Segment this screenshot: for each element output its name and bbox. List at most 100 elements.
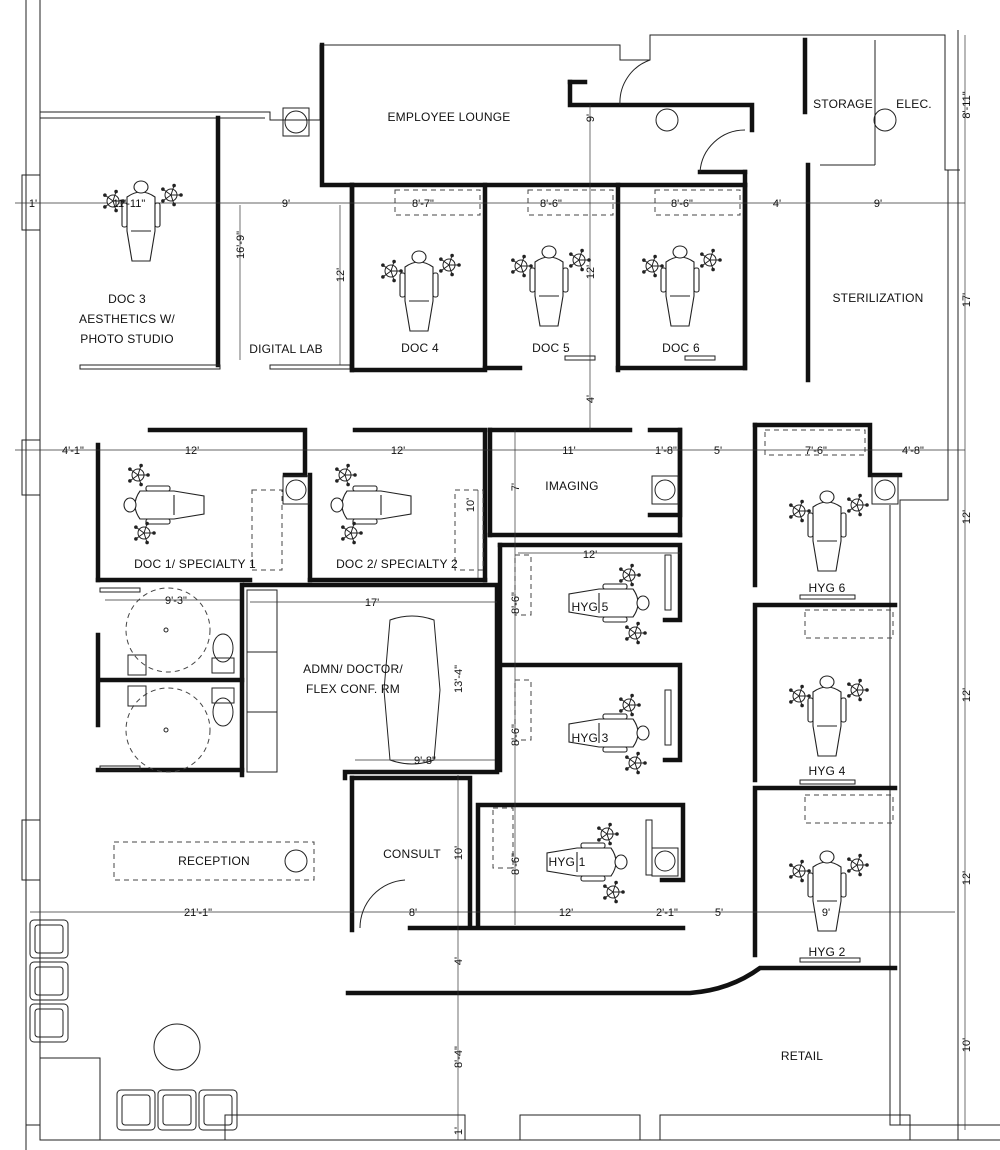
label-employee-lounge: EMPLOYEE LOUNGE xyxy=(387,110,510,124)
dim-12-doc2: 12' xyxy=(391,445,405,457)
round-fixtures xyxy=(153,107,899,1071)
hyg5-hyg3-walls xyxy=(497,542,683,773)
label-reception: RECEPTION xyxy=(178,854,250,868)
label-doc3-line3: PHOTO STUDIO xyxy=(80,332,174,346)
chair-doc2-stool-2 xyxy=(335,463,357,487)
dim-8-4: 8'-4" xyxy=(453,1046,465,1068)
label-consult: CONSULT xyxy=(383,847,441,861)
chair-doc2 xyxy=(330,485,412,525)
label-doc4: DOC 4 xyxy=(401,341,439,355)
dim-4-8: 4'-8" xyxy=(902,445,924,457)
dim-9-top: 9' xyxy=(282,198,290,210)
label-elec: ELEC. xyxy=(896,97,932,111)
dim-12-right-b: 12' xyxy=(961,688,973,702)
restroom-walls xyxy=(95,582,245,778)
label-doc3-line2: AESTHETICS W/ xyxy=(79,312,175,326)
dim-11-img: 11' xyxy=(562,445,576,457)
chair-doc4-stool-1 xyxy=(381,259,403,283)
chair-doc1 xyxy=(123,485,205,525)
dim-21-1: 21'-1" xyxy=(184,907,212,919)
dim-9-vert: 9' xyxy=(585,114,597,122)
label-hyg1: HYG 1 xyxy=(548,855,585,869)
north-walls xyxy=(319,37,876,383)
chair-hyg3-stool-1 xyxy=(619,693,641,717)
chair-hyg5 xyxy=(568,583,650,623)
dim-1-bottom: 1' xyxy=(453,1127,465,1135)
dim-10-retail: 10' xyxy=(961,1038,973,1052)
chair-hyg6 xyxy=(807,490,847,572)
dim-12-right-c: 12' xyxy=(961,871,973,885)
chair-hyg2-stool-1 xyxy=(789,859,811,883)
dim-8-7: 8'-7" xyxy=(412,198,434,210)
doc-operatory-walls xyxy=(349,182,748,373)
chair-hyg4 xyxy=(807,675,847,757)
dim-7-img: 7' xyxy=(510,483,522,491)
label-imaging: IMAGING xyxy=(545,479,598,493)
label-storage: STORAGE xyxy=(813,97,873,111)
chair-hyg5-stool-1 xyxy=(619,563,641,587)
label-hyg3: HYG 3 xyxy=(571,731,608,745)
dim-12-right-a: 12' xyxy=(961,510,973,524)
dim-12-hyg1: 12' xyxy=(559,907,573,919)
dim-9-hyg2: 9' xyxy=(822,907,830,919)
chair-hyg2-stool-2 xyxy=(847,853,869,877)
chair-hyg4-stool-2 xyxy=(847,678,869,702)
dim-8-consult: 8' xyxy=(409,907,417,919)
chair-hyg2 xyxy=(807,850,847,932)
dim-5-bottom: 5' xyxy=(715,907,723,919)
dim-1-top: 1' xyxy=(29,198,37,210)
dim-8-11: 8'-11" xyxy=(961,91,973,118)
chair-doc3-stool-2 xyxy=(161,183,183,207)
chair-doc1-stool-2 xyxy=(128,463,150,487)
label-admin-line2: FLEX CONF. RM xyxy=(306,682,400,696)
dim-2-1: 2'-1" xyxy=(656,907,678,919)
dim-4-1: 4'-1" xyxy=(62,445,84,457)
label-doc2: DOC 2/ SPECIALTY 2 xyxy=(336,557,458,571)
chair-doc6 xyxy=(660,245,700,327)
dim-12-lab: 12' xyxy=(335,268,347,282)
dim-10-consult: 10' xyxy=(453,846,465,860)
chair-doc5-stool-2 xyxy=(569,248,591,272)
label-digital-lab: DIGITAL LAB xyxy=(249,342,323,356)
dim-16-9: 16'-9" xyxy=(235,231,247,259)
waiting-chairs xyxy=(29,919,238,1131)
chair-doc6-stool-1 xyxy=(642,254,664,278)
chair-doc4 xyxy=(399,250,439,332)
chair-hyg3 xyxy=(568,713,650,753)
chair-doc6-stool-2 xyxy=(700,248,722,272)
dim-8-6-b: 8'-6" xyxy=(671,198,693,210)
dim-12-hyg5: 12' xyxy=(583,549,597,561)
chair-doc4-stool-2 xyxy=(439,253,461,277)
label-doc3-line1: DOC 3 xyxy=(108,292,146,306)
label-hyg6: HYG 6 xyxy=(808,581,845,595)
dental-chairs xyxy=(103,180,869,932)
chair-hyg1-stool-2 xyxy=(603,880,625,904)
dim-8-6-hyg3: 8'-6" xyxy=(510,724,522,746)
dim-8-6-hyg5: 8'-6" xyxy=(510,592,522,614)
dim-17-right: 17' xyxy=(961,293,973,307)
doc1-doc2-imaging-walls xyxy=(95,427,683,583)
chair-doc5 xyxy=(529,245,569,327)
dimension-labels: 1' 11'-11" 9' 8'-7" 8'-6" 8'-6" 4' 9' 8'… xyxy=(29,91,973,1135)
reception-retail-walls xyxy=(39,841,898,1141)
dim-17-admin: 17' xyxy=(365,597,379,609)
chair-hyg4-stool-1 xyxy=(789,684,811,708)
chair-hyg6-stool-2 xyxy=(847,493,869,517)
dim-9-8: 9'-8" xyxy=(414,755,436,767)
chair-doc1-stool-1 xyxy=(134,521,156,545)
dim-8-6-hyg1: 8'-6" xyxy=(510,853,522,875)
dim-4-top: 4' xyxy=(773,198,781,210)
label-retail: RETAIL xyxy=(781,1049,823,1063)
exterior-walls xyxy=(21,0,1000,1150)
chair-hyg3-stool-2 xyxy=(625,751,647,775)
dim-7-6: 7'-6" xyxy=(805,445,827,457)
dim-13-4: 13'-4" xyxy=(453,665,465,693)
dim-9-3: 9'-3" xyxy=(165,595,187,607)
dim-1-8: 1'-8" xyxy=(655,445,677,457)
label-hyg4: HYG 4 xyxy=(808,764,845,778)
chair-doc2-stool-1 xyxy=(341,521,363,545)
dim-12-doc5: 12' xyxy=(585,265,597,279)
chair-doc3-stool-1 xyxy=(103,189,125,213)
label-doc6: DOC 6 xyxy=(662,341,700,355)
dim-11-11: 11'-11" xyxy=(113,198,146,210)
